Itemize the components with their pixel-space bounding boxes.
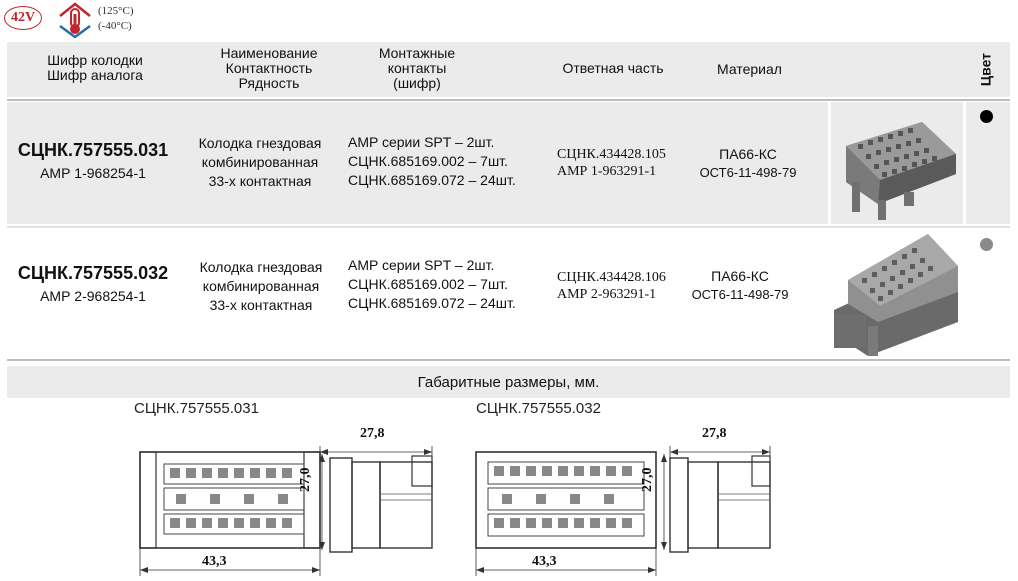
drawing-2-label: СЦНК.757555.032: [476, 400, 601, 417]
header-col-material: Материал: [717, 61, 782, 77]
table-header: [7, 42, 1010, 97]
row-1-material: ПА66-КС ОСТ6-11-498-79: [699, 146, 797, 180]
temperature-range: (125°C) (-40°C): [98, 4, 134, 34]
header-col-color: Цвет: [977, 52, 994, 87]
row-1-name: Колодка гнездовая комбинированная 33-х к…: [198, 135, 322, 189]
divider: [7, 359, 1010, 361]
thermometer-icon: [59, 2, 91, 38]
table-row-1: СЦНК.757555.031 АМР 1-968254-1: [10, 140, 176, 181]
row-2-code: СЦНК.757555.032: [17, 263, 169, 283]
drawing-1-side-view: [319, 446, 433, 553]
row-2-analog: АМР 2-968254-1: [40, 288, 146, 304]
temp-low: (-40°C): [98, 20, 132, 32]
dimension-depth-2: 27,8: [702, 426, 727, 441]
header-col-code: Шифр колодки Шифр аналога: [47, 52, 143, 83]
dimensions-title: Габаритные размеры, мм.: [417, 374, 600, 391]
row-1-background: [7, 102, 828, 224]
row-2-material: ПА66-КС ОСТ6-11-498-79: [691, 268, 789, 302]
dimension-height-1: 27,0: [298, 467, 313, 493]
dimension-width-1: 43,3: [202, 554, 227, 569]
drawing-2-front-view: [475, 451, 657, 576]
dimension-width-2: 43,3: [532, 554, 557, 569]
voltage-badge: 42V: [4, 6, 42, 30]
row-1-code: СЦНК.757555.031: [17, 140, 169, 160]
divider: [7, 99, 1010, 101]
connector-image-1: [846, 122, 956, 220]
row-2-color-swatch: [980, 238, 993, 251]
dimension-depth-1: 27,8: [360, 426, 385, 441]
row-1-analog: АМР 1-968254-1: [40, 165, 146, 181]
header-col-name: Наименование Контактность Рядность: [220, 45, 318, 91]
dimensions-header: [7, 366, 1010, 398]
drawing-1-front-view: [139, 451, 321, 576]
row-2-name: Колодка гнездовая комбинированная 33-х к…: [199, 259, 323, 313]
divider: [7, 226, 1010, 228]
header-col-contacts: Монтажные контакты (шифр): [378, 45, 456, 91]
row-1-contacts: AMP серии SPT – 2шт. СЦНК.685169.002 – 7…: [348, 134, 516, 188]
header-col-mate: Ответная часть: [562, 60, 664, 76]
dimension-height-2: 27,0: [640, 467, 655, 493]
row-2-contacts: AMP серии SPT – 2шт. СЦНК.685169.002 – 7…: [348, 257, 516, 311]
row-1-mate: СЦНК.434428.105 АМР 1-963291-1: [557, 147, 666, 179]
row-1-color-swatch: [980, 110, 993, 123]
row-2-mate: СЦНК.434428.106 АМР 2-963291-1: [557, 270, 666, 302]
table-row-2: СЦНК.757555.032 АМР 2-968254-1: [10, 263, 176, 304]
temp-high: (125°C): [98, 5, 134, 17]
drawing-2-side-view: [661, 446, 771, 553]
drawing-1-label: СЦНК.757555.031: [134, 400, 259, 417]
connector-image-2: [834, 234, 958, 356]
